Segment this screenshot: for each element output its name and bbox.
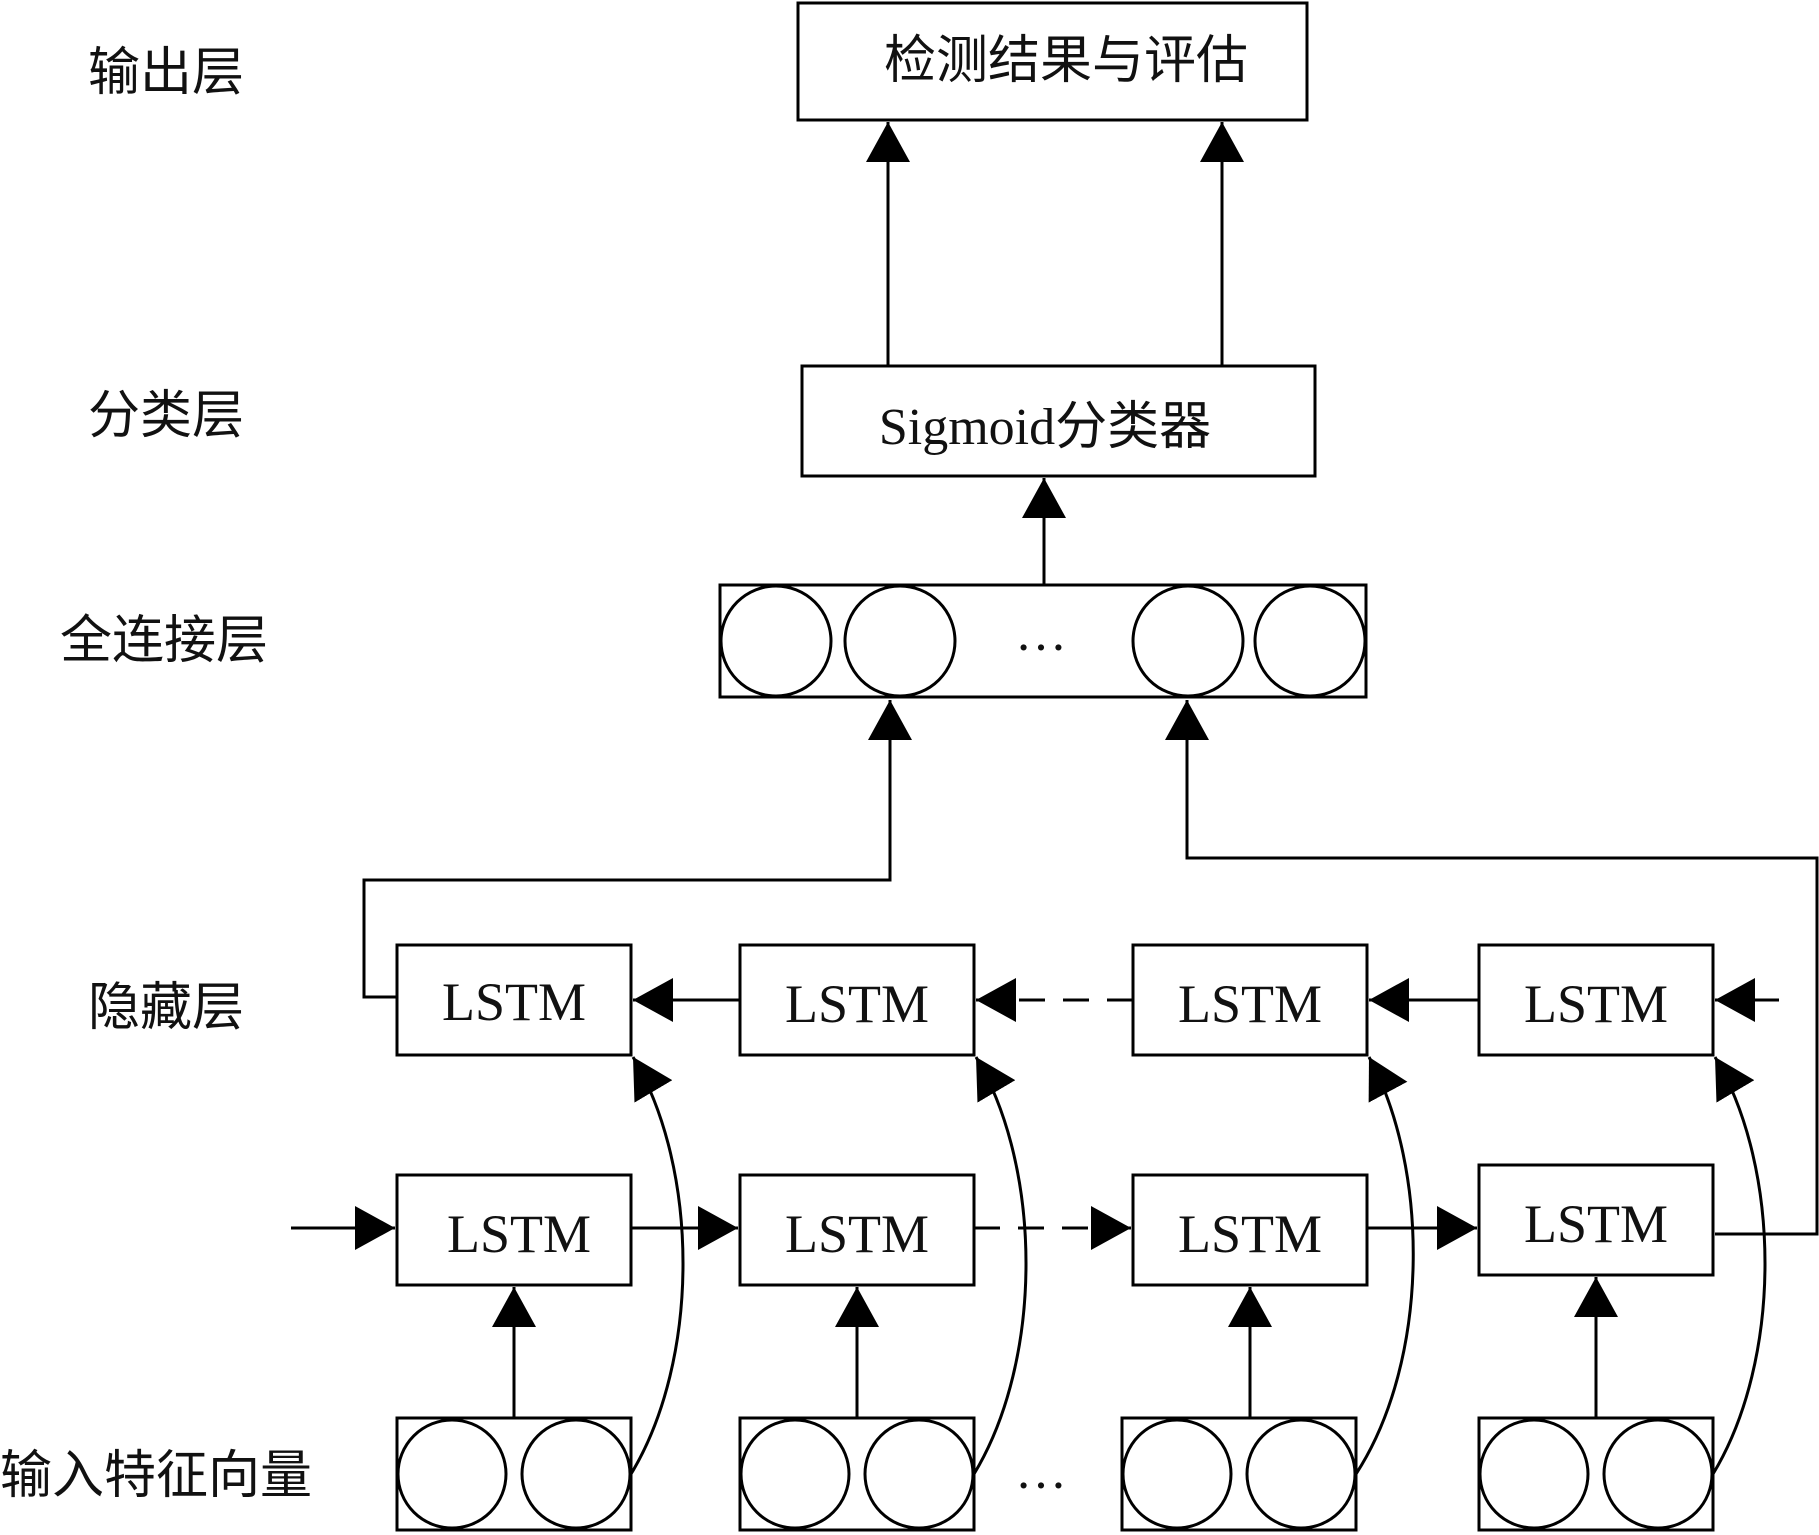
fully-connected-box: … [718,583,1368,699]
classifier-box-label: Sigmoid分类器 [879,399,1211,456]
backward-lstm-cell: LSTM [395,943,633,1057]
fully-connected-layer-label: 全连接层 [60,611,268,671]
input-neuron [1121,1418,1233,1530]
input-feature-vector [1120,1416,1358,1532]
input-neuron [739,1418,851,1530]
lstm-label: LSTM [1178,1204,1322,1264]
lstm-label: LSTM [785,974,929,1034]
forward-lstm-cell: LSTM [738,1173,976,1287]
lstm-label: LSTM [785,1204,929,1264]
output-box: 检测结果与评估 [796,1,1309,122]
lstm-label: LSTM [1524,1194,1668,1254]
arrow-backward-lstm-to-fc [362,700,912,999]
classification-layer-label: 分类层 [88,386,244,446]
backward-lstm-cell: LSTM [738,943,976,1057]
lstm-label: LSTM [1524,974,1668,1034]
lstm-label: LSTM [442,972,586,1032]
input-layer-label: 输入特征向量 [0,1446,312,1506]
input-neuron [1602,1418,1714,1530]
lstm-label: LSTM [447,1204,591,1264]
backward-lstm-cell: LSTM [1131,943,1369,1057]
input-neuron [1478,1418,1590,1530]
fc-neuron [843,584,957,698]
arrow-input-to-backward-lstm [1711,1056,1767,1475]
classifier-box: Sigmoid分类器 [800,364,1317,478]
input-feature-vector [1477,1416,1715,1532]
input-ellipsis: … [1015,1443,1071,1500]
fc-neuron [719,584,833,698]
backward-lstm-cell: LSTM [1477,943,1715,1057]
input-neuron [1245,1418,1357,1530]
output-layer-label: 输出层 [88,43,244,103]
input-neuron [396,1418,508,1530]
forward-lstm-cell: LSTM [395,1173,633,1287]
forward-lstm-cell: LSTM [1131,1173,1369,1287]
arrow-input-to-backward-lstm [629,1056,685,1475]
fc-neuron [1253,584,1367,698]
hidden-layer-label: 隐藏层 [88,978,244,1038]
arrow-input-to-backward-lstm [972,1056,1028,1475]
arrow-forward-lstm-to-fc [1165,700,1819,1236]
fc-neuron [1131,584,1245,698]
output-box-label: 检测结果与评估 [884,33,1248,90]
fc-ellipsis: … [1015,605,1071,662]
input-neuron [863,1418,975,1530]
lstm-label: LSTM [1178,974,1322,1034]
arrow-input-to-backward-lstm [1354,1056,1415,1475]
input-feature-vector [395,1416,633,1532]
input-feature-vector [738,1416,976,1532]
input-neuron [520,1418,632,1530]
forward-lstm-cell: LSTM [1477,1163,1715,1277]
